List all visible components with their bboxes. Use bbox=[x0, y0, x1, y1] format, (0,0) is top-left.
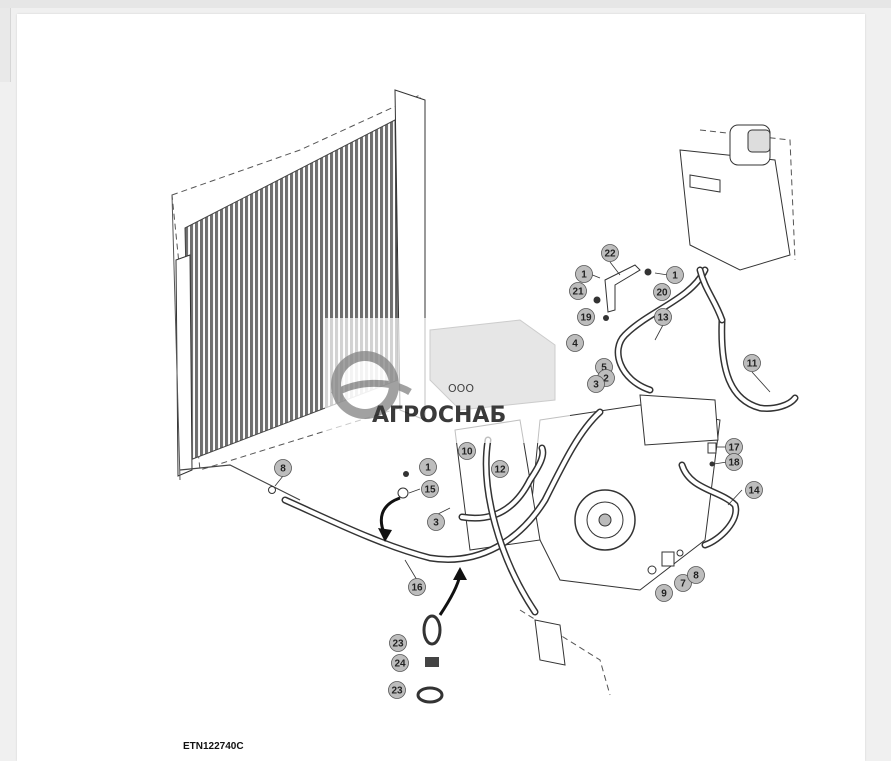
hose-11 bbox=[696, 266, 799, 412]
hose-12 bbox=[458, 444, 547, 522]
callout-21: 21 bbox=[569, 282, 587, 300]
svg-text:24: 24 bbox=[394, 659, 406, 670]
svg-text:7: 7 bbox=[680, 579, 686, 590]
svg-text:19: 19 bbox=[580, 313, 592, 324]
top-bar bbox=[0, 0, 891, 8]
callout-1: 1 bbox=[666, 266, 684, 284]
svg-text:20: 20 bbox=[656, 288, 668, 299]
svg-text:2: 2 bbox=[603, 374, 609, 385]
svg-text:1: 1 bbox=[672, 271, 678, 282]
callout-24: 24 bbox=[391, 654, 409, 672]
svg-text:21: 21 bbox=[572, 287, 584, 298]
callout-15: 15 bbox=[421, 480, 439, 498]
callout-4: 4 bbox=[566, 334, 584, 352]
hose-10 bbox=[482, 436, 539, 616]
svg-text:3: 3 bbox=[593, 380, 599, 391]
svg-text:3: 3 bbox=[433, 518, 439, 529]
callout-17: 17 bbox=[725, 438, 743, 456]
figure-reference-code: ETN122740C bbox=[183, 741, 244, 752]
hose-13 bbox=[614, 266, 709, 394]
svg-text:18: 18 bbox=[728, 458, 740, 469]
callout-7: 7 bbox=[674, 574, 692, 592]
callout-8: 8 bbox=[274, 459, 292, 477]
svg-text:9: 9 bbox=[661, 589, 667, 600]
svg-text:15: 15 bbox=[424, 485, 436, 496]
callout-3: 3 bbox=[587, 375, 605, 393]
bracket-22 bbox=[593, 264, 652, 321]
hose-16 bbox=[281, 408, 604, 563]
direction-arrows bbox=[378, 496, 467, 616]
callout-16: 16 bbox=[408, 578, 426, 596]
svg-text:1: 1 bbox=[425, 463, 431, 474]
callout-14: 14 bbox=[745, 481, 763, 499]
svg-text:8: 8 bbox=[693, 571, 699, 582]
svg-text:5: 5 bbox=[601, 363, 607, 374]
svg-text:23: 23 bbox=[391, 686, 403, 697]
hose-14 bbox=[678, 461, 740, 549]
engine-block bbox=[454, 394, 721, 696]
svg-text:4: 4 bbox=[572, 339, 578, 350]
left-edge-panel bbox=[0, 8, 11, 82]
callout-22: 22 bbox=[601, 244, 619, 262]
callout-19: 19 bbox=[577, 308, 595, 326]
callout-9: 9 bbox=[655, 584, 673, 602]
svg-text:16: 16 bbox=[411, 583, 423, 594]
svg-text:8: 8 bbox=[280, 464, 286, 475]
callout-23: 23 bbox=[388, 681, 406, 699]
callout-13: 13 bbox=[654, 308, 672, 326]
callout-11: 11 bbox=[743, 354, 761, 372]
fittings bbox=[268, 442, 717, 704]
svg-text:17: 17 bbox=[728, 443, 740, 454]
callout-1: 1 bbox=[575, 265, 593, 283]
callout-18: 18 bbox=[725, 453, 743, 471]
svg-text:10: 10 bbox=[461, 447, 473, 458]
svg-text:13: 13 bbox=[657, 313, 669, 324]
watermark-logo: ООО АГРОСНАБ bbox=[325, 318, 570, 443]
callout-12: 12 bbox=[491, 460, 509, 478]
expansion-tank bbox=[679, 124, 796, 271]
svg-text:12: 12 bbox=[494, 465, 506, 476]
svg-text:22: 22 bbox=[604, 249, 616, 260]
watermark-brand: АГРОСНАБ bbox=[372, 403, 506, 428]
svg-text:11: 11 bbox=[747, 359, 758, 370]
callout-10: 10 bbox=[458, 442, 476, 460]
svg-text:1: 1 bbox=[581, 270, 587, 281]
callout-8: 8 bbox=[687, 566, 705, 584]
watermark-prefix: ООО bbox=[448, 382, 474, 395]
callout-3: 3 bbox=[427, 513, 445, 531]
callout-1: 1 bbox=[419, 458, 437, 476]
callout-20: 20 bbox=[653, 283, 671, 301]
callout-23: 23 bbox=[389, 634, 407, 652]
svg-text:23: 23 bbox=[392, 639, 404, 650]
leader-lines bbox=[274, 261, 771, 581]
svg-text:14: 14 bbox=[748, 486, 760, 497]
